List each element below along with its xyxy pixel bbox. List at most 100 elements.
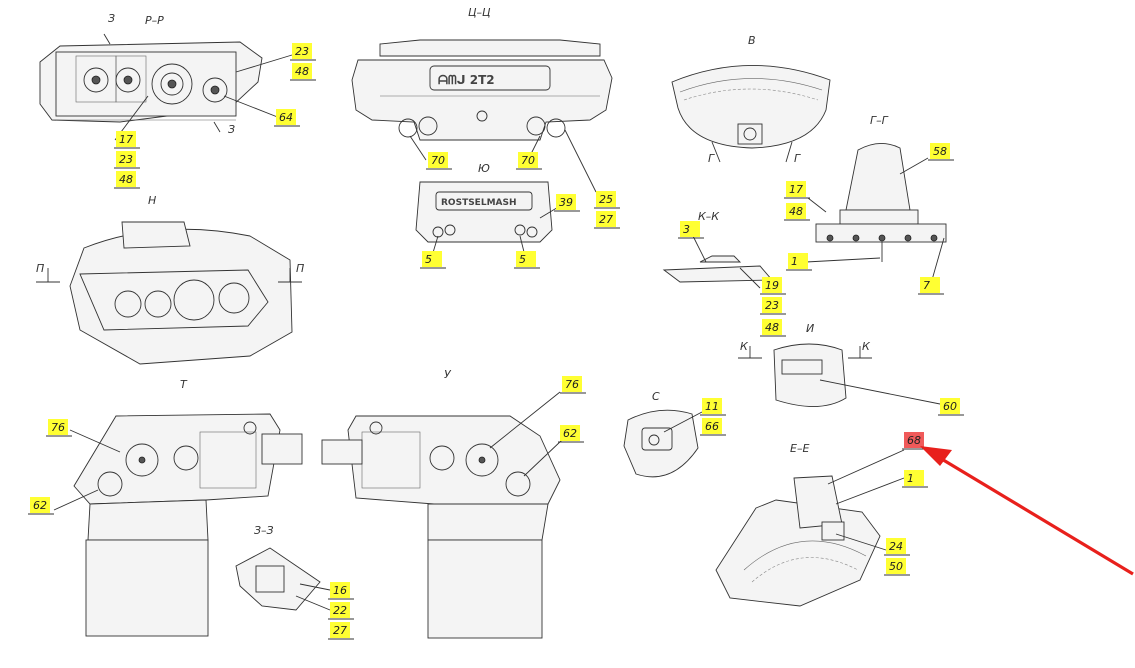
part-label-box: [596, 191, 616, 207]
part-label-27: 27: [594, 211, 620, 229]
part-label-text: 23: [765, 299, 779, 312]
part-label-66: 66: [700, 418, 726, 436]
part-label-box: [762, 297, 782, 313]
part-label-box: [556, 194, 576, 210]
view-title-u: У: [444, 368, 452, 381]
view-title-e-e: Е–Е: [790, 442, 809, 455]
part-label-box: [886, 538, 906, 554]
part-label-text: 24: [889, 540, 903, 553]
part-label-text: 68: [907, 434, 921, 447]
part-label-19: 19: [760, 277, 786, 295]
part-label-box: [680, 221, 700, 237]
part-label-text: 76: [565, 378, 579, 391]
part-label-70: 70: [516, 152, 542, 170]
part-label-7: 7: [918, 277, 944, 295]
view-n: Н П П: [36, 194, 304, 365]
part-label-text: 5: [519, 253, 526, 266]
view-title-g-g: Г–Г: [870, 114, 889, 127]
part-label-box: [276, 109, 296, 125]
section-mark-p-right: П: [296, 262, 304, 275]
part-label-25: 25: [594, 191, 620, 209]
part-label-39: 39: [554, 194, 580, 212]
red-pointer-arrow: [920, 446, 1134, 576]
part-label-text: 27: [599, 213, 613, 226]
view-title-n: Н: [148, 194, 156, 207]
view-title-p-p: Р–Р: [145, 14, 164, 27]
section-mark-k-left: К: [740, 340, 749, 353]
part-label-text: 3: [683, 223, 690, 236]
view-z-z: З–З: [235, 524, 331, 611]
part-label-text: 22: [333, 604, 347, 617]
yu-logo-text: ROSTSELMASH: [441, 198, 517, 208]
part-label-48: 48: [784, 203, 810, 221]
section-mark-g-left: Г: [708, 152, 715, 165]
part-label-text: 16: [333, 584, 347, 597]
part-label-text: 48: [765, 321, 779, 334]
view-k-k: К–К: [662, 210, 773, 289]
part-label-box: [562, 376, 582, 392]
part-label-text: 27: [333, 624, 347, 637]
part-label-text: 7: [923, 279, 930, 292]
view-e-e: Е–Е: [715, 442, 905, 607]
part-label-box: [788, 253, 808, 269]
part-label-box: [518, 152, 538, 168]
part-label-text: 62: [33, 499, 47, 512]
part-label-50: 50: [884, 558, 910, 576]
part-label-text: 60: [943, 400, 957, 413]
view-c-c: Ц–Ц ᗩᗰᒍ 2T2: [351, 6, 613, 193]
part-label-58: 58: [928, 143, 954, 161]
view-title-k-k: К–К: [698, 210, 720, 223]
part-label-text: 66: [705, 420, 719, 433]
part-label-box: [930, 143, 950, 159]
part-label-48: 48: [114, 171, 140, 189]
part-label-5: 5: [420, 251, 446, 269]
part-label-text: 76: [51, 421, 65, 434]
part-label-text: 23: [295, 45, 309, 58]
part-label-box: [116, 151, 136, 167]
part-label-box: [516, 251, 536, 267]
part-label-23: 23: [760, 297, 786, 315]
part-label-box: [30, 497, 50, 513]
part-label-text: 1: [907, 472, 914, 485]
part-label-48: 48: [290, 63, 316, 81]
part-label-62: 62: [28, 497, 54, 515]
part-label-text: 48: [295, 65, 309, 78]
section-mark-g-right: Г: [794, 152, 801, 165]
part-label-text: 50: [889, 560, 903, 573]
part-label-box: [762, 277, 782, 293]
part-label-1: 1: [786, 253, 812, 271]
view-v: В Г Г: [671, 34, 831, 165]
part-label-box: [560, 425, 580, 441]
part-label-text: 62: [563, 427, 577, 440]
view-s: С: [623, 390, 703, 478]
part-label-box: [428, 152, 448, 168]
part-label-box: [886, 558, 906, 574]
part-label-text: 23: [119, 153, 133, 166]
part-label-text: 70: [521, 154, 535, 167]
part-label-box: [904, 432, 924, 448]
part-label-text: 39: [559, 196, 573, 209]
part-label-text: 70: [431, 154, 445, 167]
view-title-s: С: [652, 390, 660, 403]
part-label-24: 24: [884, 538, 910, 556]
part-label-text: 11: [705, 400, 719, 413]
part-label-22: 22: [328, 602, 354, 620]
part-label-box: [920, 277, 940, 293]
section-mark-p-left: П: [36, 262, 44, 275]
part-label-box: [762, 319, 782, 335]
part-label-text: 25: [599, 193, 613, 206]
part-label-23: 23: [114, 151, 140, 169]
view-title-yu: Ю: [478, 162, 490, 175]
section-mark-k-right: К: [862, 340, 871, 353]
part-label-3: 3: [678, 221, 704, 239]
part-label-76: 76: [560, 376, 586, 394]
part-label-64: 64: [274, 109, 300, 127]
view-yu: Ю ROSTSELMASH: [415, 162, 561, 257]
part-label-17: 17: [784, 181, 810, 199]
section-mark-z-top: З: [108, 12, 115, 25]
view-p-p: Р–Р З З: [39, 12, 293, 141]
part-label-60: 60: [938, 398, 964, 416]
view-g-g: Г–Г: [805, 114, 947, 281]
